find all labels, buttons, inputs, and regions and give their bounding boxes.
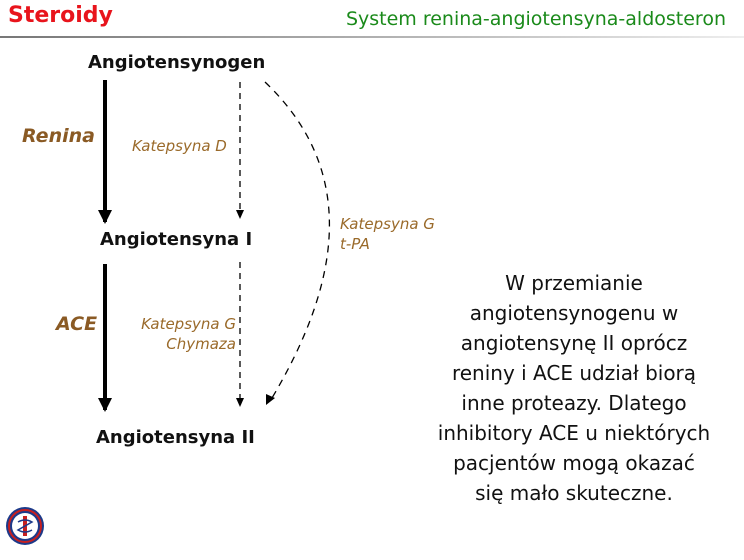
enzyme-katepsyna-d: Katepsyna D — [132, 137, 227, 155]
node-angiotensyna-i: Angiotensyna I — [100, 229, 253, 250]
enzyme-katepsyna-g-direct: Katepsyna G — [340, 215, 435, 233]
explanatory-note: W przemianie angiotensynogenu w angioten… — [437, 271, 711, 505]
ace-arrowhead — [98, 398, 112, 412]
node-angiotensyna-ii: Angiotensyna II — [96, 427, 255, 448]
enzyme-renina: Renina — [22, 125, 95, 147]
katepsyna-d-arrowhead — [236, 210, 244, 219]
enzyme-tpa: t-PA — [340, 235, 370, 253]
katepsyna-g-chymaza-arrowhead — [236, 398, 244, 407]
header-divider — [0, 36, 744, 38]
node-angiotensynogen: Angiotensynogen — [88, 52, 266, 73]
enzyme-katepsyna-g: Katepsyna G — [141, 315, 236, 333]
enzyme-katepsyna-g-chymaza: Katepsyna G Chymaza — [132, 314, 236, 354]
enzyme-ace: ACE — [56, 313, 98, 335]
slide-title: System renina-angiotensyna-aldosteron — [345, 8, 726, 30]
direct-bypass-arrowhead — [266, 394, 275, 405]
section-title: Steroidy — [8, 3, 113, 28]
university-seal-icon — [6, 507, 44, 545]
renina-arrowhead — [98, 210, 112, 224]
direct-bypass-arrow — [264, 81, 331, 399]
enzyme-katepsyna-g-tpa: Katepsyna G t-PA — [340, 214, 435, 254]
enzyme-chymaza: Chymaza — [166, 335, 236, 353]
